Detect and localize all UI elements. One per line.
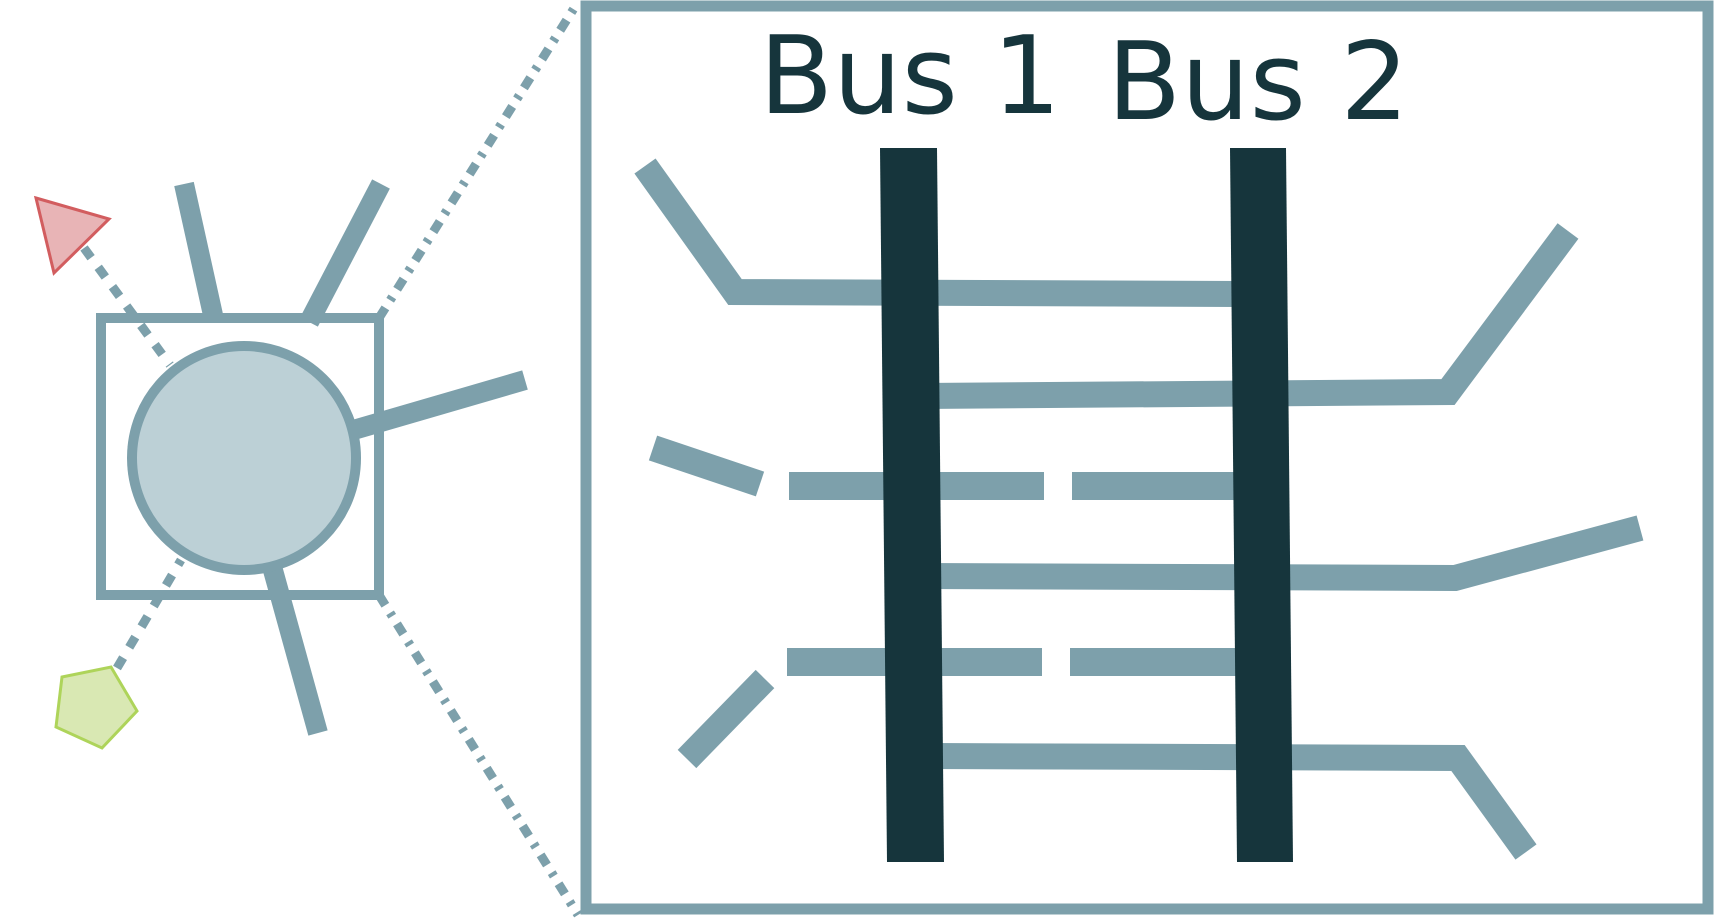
pentagon-connector [113, 557, 185, 671]
substation-circle [127, 341, 361, 575]
bus-2-label: Bus 2 [1107, 20, 1409, 145]
feeder-lower-left-diag [677, 669, 775, 769]
marker-connectors [80, 245, 185, 671]
projection-line-bottom [375, 592, 582, 918]
triangle-marker-icon [33, 195, 112, 276]
feeder-line-down [261, 560, 328, 736]
feeder-top-left-bent [634, 158, 1241, 307]
zoom-selection-box [96, 313, 384, 600]
detail-dashed-feeders [787, 472, 1240, 676]
triangle-connector [80, 245, 174, 368]
detail-feeders [634, 158, 1644, 860]
bus-bar-1 [880, 148, 944, 862]
feeder-bottom-right-bent [929, 743, 1537, 860]
zoom-projection-lines [375, 0, 582, 918]
bus-bars [880, 148, 1293, 862]
bus-bar-2 [1230, 148, 1293, 862]
overview-group [33, 179, 528, 750]
feeder-line-up-right [300, 179, 390, 327]
detail-panel: Bus 1 Bus 2 [580, 0, 1714, 915]
projection-line-top [375, 0, 582, 321]
bus-1-label: Bus 1 [759, 14, 1061, 139]
feeder-top-right-bent [921, 223, 1579, 409]
feeder-left-short [648, 435, 765, 497]
feeder-right-mid-bent [921, 515, 1644, 592]
feeder-line-up-left [174, 181, 223, 318]
pentagon-marker-icon [54, 665, 139, 750]
